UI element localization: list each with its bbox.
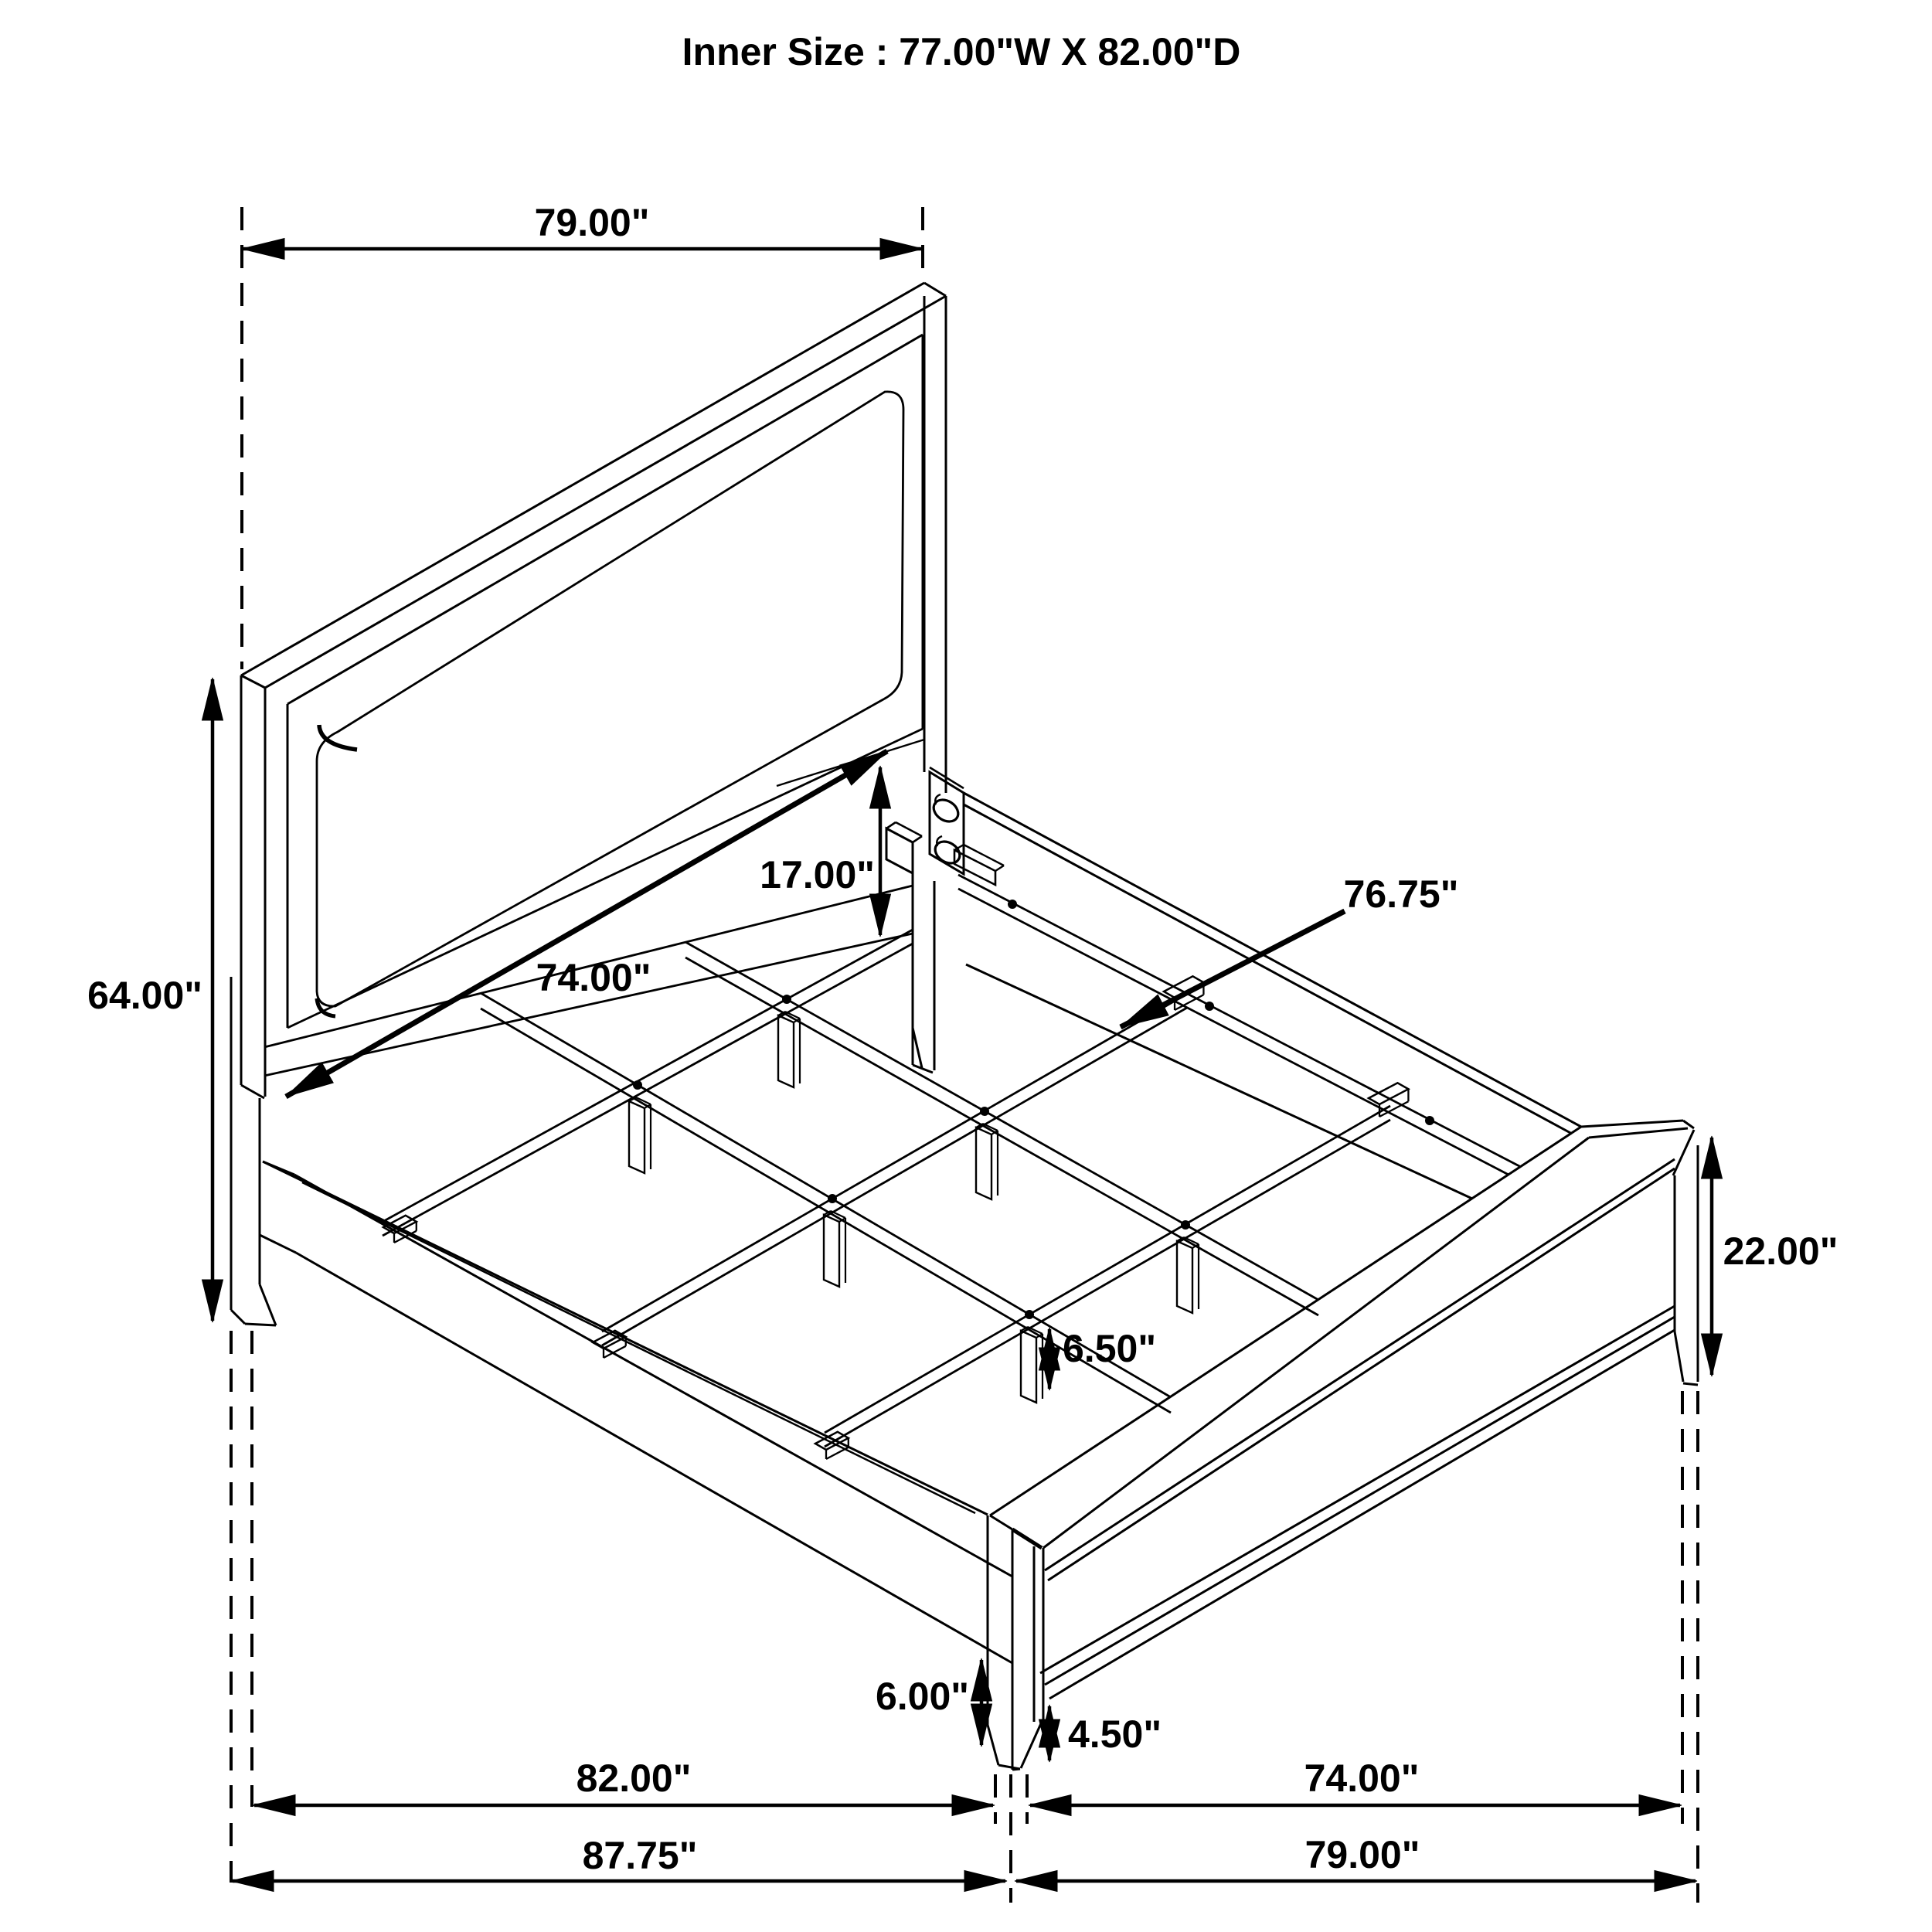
svg-text:74.00": 74.00" [1304, 1757, 1420, 1800]
svg-text:17.00": 17.00" [760, 853, 875, 896]
svg-text:4.50": 4.50" [1068, 1713, 1162, 1756]
svg-text:6.00": 6.00" [876, 1675, 969, 1718]
svg-text:79.00": 79.00" [535, 201, 650, 244]
svg-text:6.50": 6.50" [1063, 1327, 1156, 1370]
svg-text:79.00": 79.00" [1305, 1833, 1420, 1876]
svg-text:76.75": 76.75" [1344, 872, 1459, 916]
svg-text:Inner Size : 77.00"W X 82.00"D: Inner Size : 77.00"W X 82.00"D [682, 30, 1241, 73]
svg-text:82.00": 82.00" [577, 1757, 692, 1800]
svg-text:64.00": 64.00" [87, 974, 202, 1017]
svg-text:74.00": 74.00" [536, 956, 651, 999]
svg-text:22.00": 22.00" [1723, 1230, 1838, 1273]
svg-text:87.75": 87.75" [583, 1834, 698, 1877]
